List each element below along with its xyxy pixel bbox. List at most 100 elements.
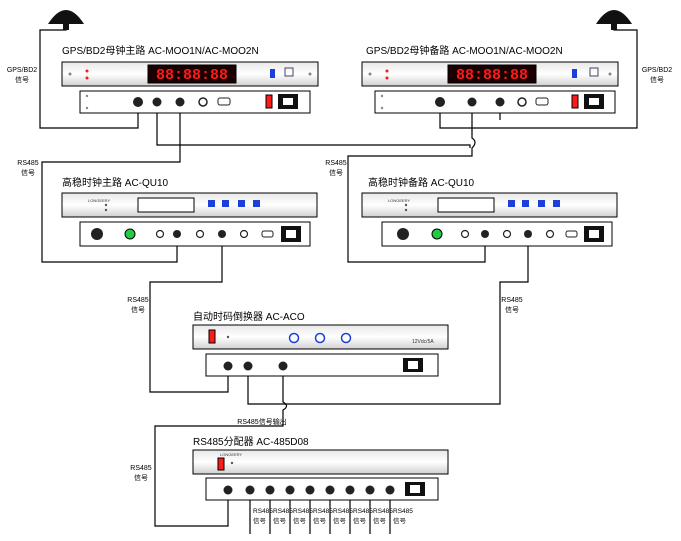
bnc-port [460,229,470,239]
rs485-port [495,97,505,107]
title-switcher: 自动时码倒换器 AC-ACO [193,310,305,323]
hs-main-front-panel: LONGEERY [61,192,318,218]
wire-hs-backup-to-switcher [247,238,529,405]
rs485-port [524,230,532,238]
panel-button [508,200,515,207]
panel-button [538,200,545,207]
clock-display-digits: 88:88:88 [456,67,528,84]
rs485-port [481,230,489,238]
rs485-input-port [223,361,233,371]
bnc-port [198,97,208,107]
rs485-port [175,97,185,107]
rs485-port [467,97,477,107]
status-led-icon [385,76,389,80]
bnc-port [517,97,527,107]
rs485-output-port [325,485,335,495]
mode-switch-icon [270,69,275,78]
status-led-icon [85,69,89,73]
power-switch-icon [217,457,225,471]
wire-hs-main-to-switcher [149,238,229,393]
hs-main-rear-panel [79,221,311,247]
clock-display [147,64,237,84]
distributor-output-ports [245,485,395,495]
gps-main-rear-panel [79,90,311,114]
rs485-port [218,230,226,238]
rs485-output-port [385,485,395,495]
distributor-front-panel: LONGEERY [192,449,449,475]
rs485-output-port [265,485,275,495]
gps-antenna-port [435,97,445,107]
bnc-port [545,229,555,239]
title-gps-main: GPS/BD2母钟主路 AC-MOO1N/AC-MOO2N [62,44,259,57]
bnc-port [502,229,512,239]
svg-text:LONGEERY: LONGEERY [388,198,410,203]
panel-button [253,200,260,207]
switcher-rear-panel [205,353,439,377]
power-switch-icon [571,94,579,109]
panel-button [553,200,560,207]
selector-knob-icon [314,332,326,344]
svg-text:LONGEERY: LONGEERY [88,198,110,203]
serial-port-icon [261,230,274,238]
mode-switch-icon [572,69,577,78]
bnc-port [155,229,165,239]
switcher-front-panel: 12Vdc/5A [192,324,449,350]
gps-main-front-panel: 88:88:88 [61,61,319,87]
rs485-input-port [223,485,233,495]
rs485-output-port [305,485,315,495]
bnc-port [195,229,205,239]
rs485-output-label: RS485信号输出 [237,417,286,426]
wire-gps-main-to-hs-main [41,104,181,263]
gps-backup-rear-panel [374,90,616,114]
clock-display-digits: 88:88:88 [156,67,228,84]
status-led-icon [85,76,89,80]
rs485-port [152,97,162,107]
power-connector-icon [397,228,409,240]
rs485-port [173,230,181,238]
gps-antenna-left-icon [48,10,84,30]
title-hs-backup: 高稳时钟备路 AC-QU10 [368,176,475,189]
status-led-icon [385,69,389,73]
title-hs-main: 高稳时钟主路 AC-QU10 [62,176,169,189]
serial-port-icon [565,230,578,238]
gps-backup-front-panel: 88:88:88 [361,61,619,87]
power-connector-icon [91,228,103,240]
rs485-output-port [245,485,255,495]
hs-backup-rear-panel [381,221,613,247]
wire-gps-backup-to-hs-backup [347,104,486,263]
voltage-label: 12Vdc/5A [412,339,434,345]
serial-port-icon [535,97,549,106]
status-led-green [431,228,443,240]
wire-switcher-to-distributor [154,376,288,527]
title-distributor: RS485分配器 AC-485D08 [193,436,309,448]
selector-knob-icon [288,332,300,344]
status-led-green [124,228,136,240]
rs485-input-port [243,361,253,371]
gps-antenna-right-icon [596,10,632,30]
brand-logo-icon [284,67,294,77]
rs485-output-port [345,485,355,495]
gps-antenna-port [133,97,143,107]
panel-button [238,200,245,207]
brand-logo-icon [589,67,599,77]
bnc-port [239,229,249,239]
power-switch-icon [208,329,216,344]
lcd-display [437,197,495,213]
hs-backup-front-panel: LONGEERY [361,192,618,218]
